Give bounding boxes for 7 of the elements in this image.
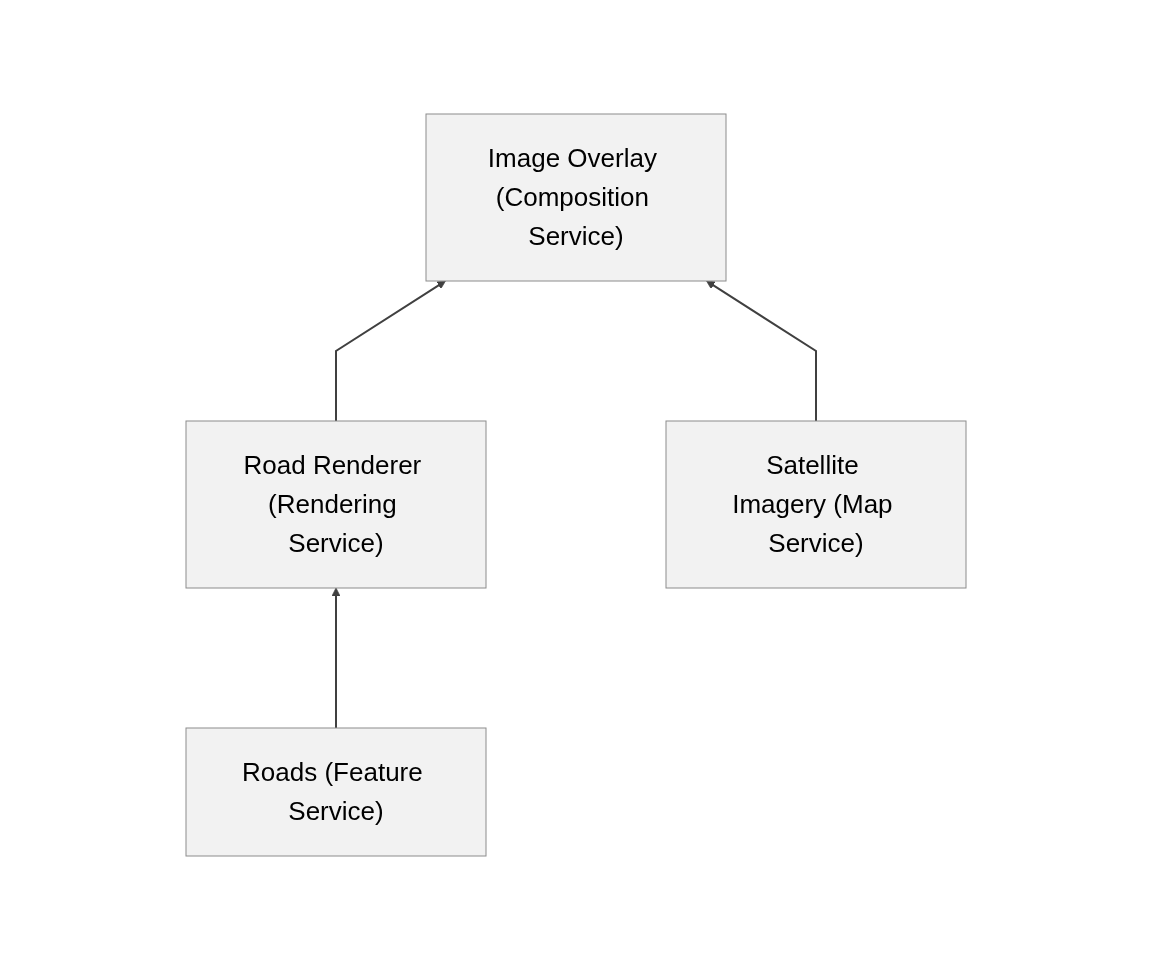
node-box: Roads (Feature Service) [185,727,486,856]
arrow [331,587,340,729]
node-box: Road Renderer (Rendering Service) [185,420,486,588]
arrow [334,280,446,422]
node-box: Satellite Imagery (Map Service) [665,420,966,588]
node-box: Image Overlay (Composition Service) [425,113,726,281]
arrow [705,280,817,422]
